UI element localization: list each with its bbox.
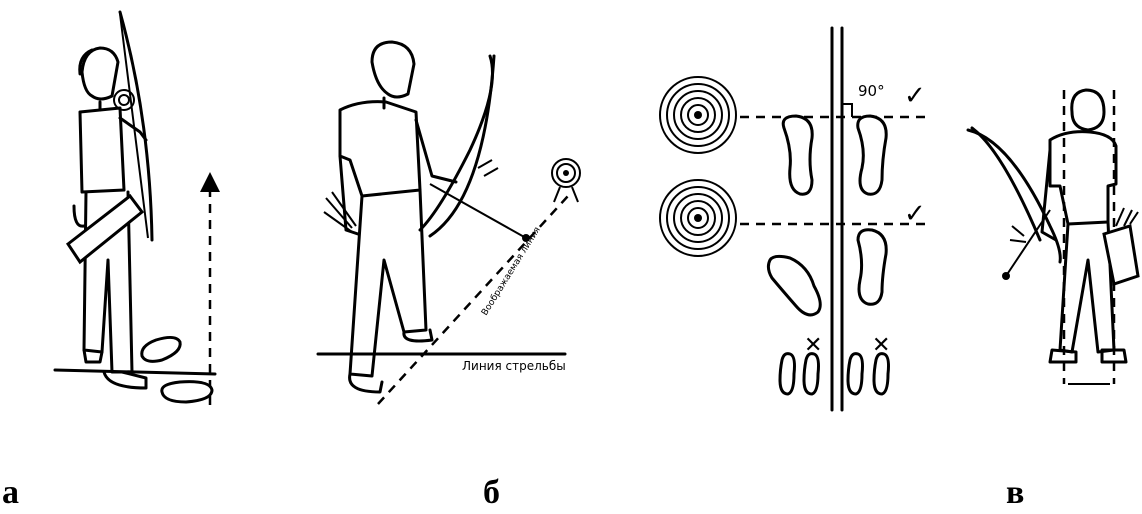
archer-front-view — [324, 42, 530, 392]
concentric-target-icon — [660, 77, 736, 153]
imaginary-line-label: Воображаемая линия — [480, 225, 543, 317]
archer-side-view — [68, 12, 152, 388]
ground-line — [55, 370, 215, 374]
panel-a-illustration — [55, 12, 220, 405]
wrong-stance-left: ✕ — [780, 333, 822, 394]
archer-back-view — [968, 90, 1138, 362]
footprint-icon — [858, 116, 886, 194]
angle-label: 90° — [858, 82, 885, 100]
concentric-target-icon — [660, 180, 736, 256]
wrong-stance-right: ✕ — [848, 333, 890, 394]
footprint-icon — [768, 256, 820, 315]
cross-icon: ✕ — [872, 333, 890, 358]
target-icon — [552, 159, 580, 202]
cross-icon: ✕ — [804, 333, 822, 358]
check-icon: ✓ — [904, 81, 926, 111]
caption-b: б — [483, 476, 500, 510]
footprint-icon — [142, 337, 180, 361]
footprint-icon — [162, 382, 212, 402]
panel-c-back-view — [968, 90, 1138, 384]
footprint-icon — [783, 116, 812, 194]
caption-c: в — [1006, 476, 1024, 510]
footprint-icon — [858, 230, 886, 305]
panel-c-foot-positions: 90° ✓ ✓ ✕ ✕ — [660, 28, 930, 410]
check-icon: ✓ — [904, 199, 926, 229]
caption-a: а — [2, 476, 19, 510]
panel-b-illustration: Линия стрельбы Воображаемая линия — [318, 42, 580, 404]
shooting-line-label: Линия стрельбы — [462, 359, 566, 373]
arrow-up-icon — [200, 172, 220, 192]
